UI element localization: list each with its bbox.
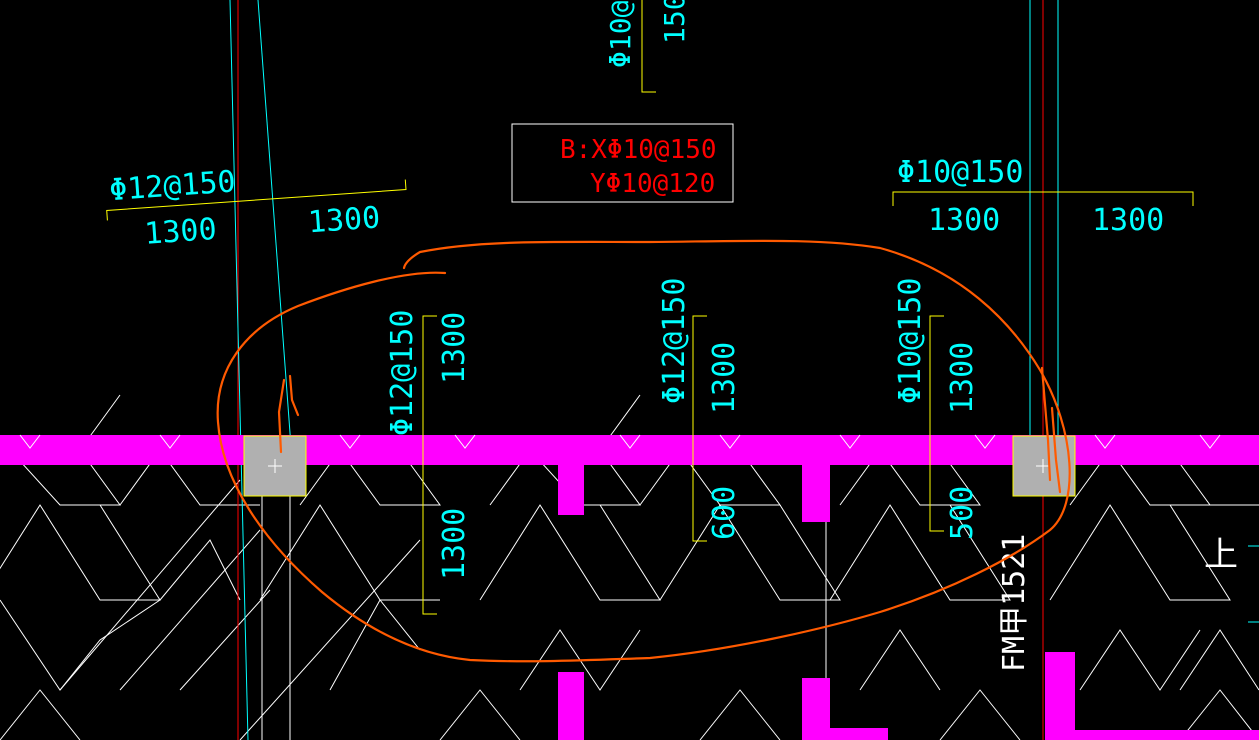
edge-char: 上 <box>1204 535 1238 575</box>
edge-symbol: 上 <box>1204 535 1259 623</box>
right-dim-a: 1300 <box>928 203 1000 238</box>
v1-dim-top: 1300 <box>437 312 472 384</box>
rebar-vertical-1: Φ12@150 1300 1300 <box>385 310 472 615</box>
slab-edge-cyan-left-2 <box>257 0 293 461</box>
markup-stroke-left-2 <box>288 374 300 417</box>
rebar-vertical-2: Φ12@150 1300 600 <box>657 278 742 542</box>
left-dim-b: 1300 <box>307 200 382 240</box>
rebar-vertical-3: Φ10@150 1300 500 <box>893 278 980 540</box>
v1-dim-bottom: 1300 <box>437 508 472 580</box>
beam-stub-7 <box>1075 730 1259 740</box>
v2-dim-top: 1300 <box>707 342 742 414</box>
v3-dim-top: 1300 <box>945 342 980 414</box>
note-line-1: B:XΦ10@150 <box>560 135 717 165</box>
column-right <box>1012 435 1076 497</box>
rebar-top-center: Φ10@ 1500 <box>604 0 691 93</box>
markup-ellipse <box>216 239 1071 663</box>
beam-stub-3 <box>558 672 584 740</box>
markup-stroke-right-2 <box>1050 406 1062 494</box>
right-dim-b: 1300 <box>1092 203 1164 238</box>
markup-stroke-left <box>277 378 286 454</box>
v3-rebar-label: Φ10@150 <box>893 278 928 404</box>
left-dim-a: 1300 <box>143 212 218 252</box>
column-left <box>243 435 307 497</box>
v2-dim-bottom: 600 <box>707 486 742 540</box>
note-line-2: YΦ10@120 <box>590 169 715 199</box>
beam-ticks <box>19 434 1221 449</box>
hatch-pattern <box>0 394 1259 740</box>
door-tag: FM甲1521 <box>997 534 1032 672</box>
beam-stub-4 <box>802 678 830 740</box>
top-rebar-label: Φ10@ <box>604 0 637 68</box>
markup-annotation <box>216 239 1071 663</box>
beam-stub-6 <box>828 728 888 740</box>
v3-dim-bottom: 500 <box>945 486 980 540</box>
rebar-right-horizontal: Φ10@150 1300 1300 <box>892 155 1194 238</box>
rebar-note-box: B:XΦ10@150 YΦ10@120 <box>511 123 734 203</box>
v1-rebar-label: Φ12@150 <box>385 310 420 436</box>
beam-stub-1 <box>558 465 584 515</box>
beam-stub-2 <box>802 465 830 522</box>
v2-rebar-label: Φ12@150 <box>657 278 692 404</box>
markup-stroke-right <box>1040 366 1052 482</box>
top-spacing-label: 1500 <box>658 0 691 44</box>
rebar-left-horizontal: Φ12@150 1300 1300 <box>106 164 407 252</box>
right-rebar-label: Φ10@150 <box>897 155 1023 190</box>
slab-edge-cyan-left <box>229 0 249 740</box>
beam-stub-5 <box>1045 652 1075 740</box>
